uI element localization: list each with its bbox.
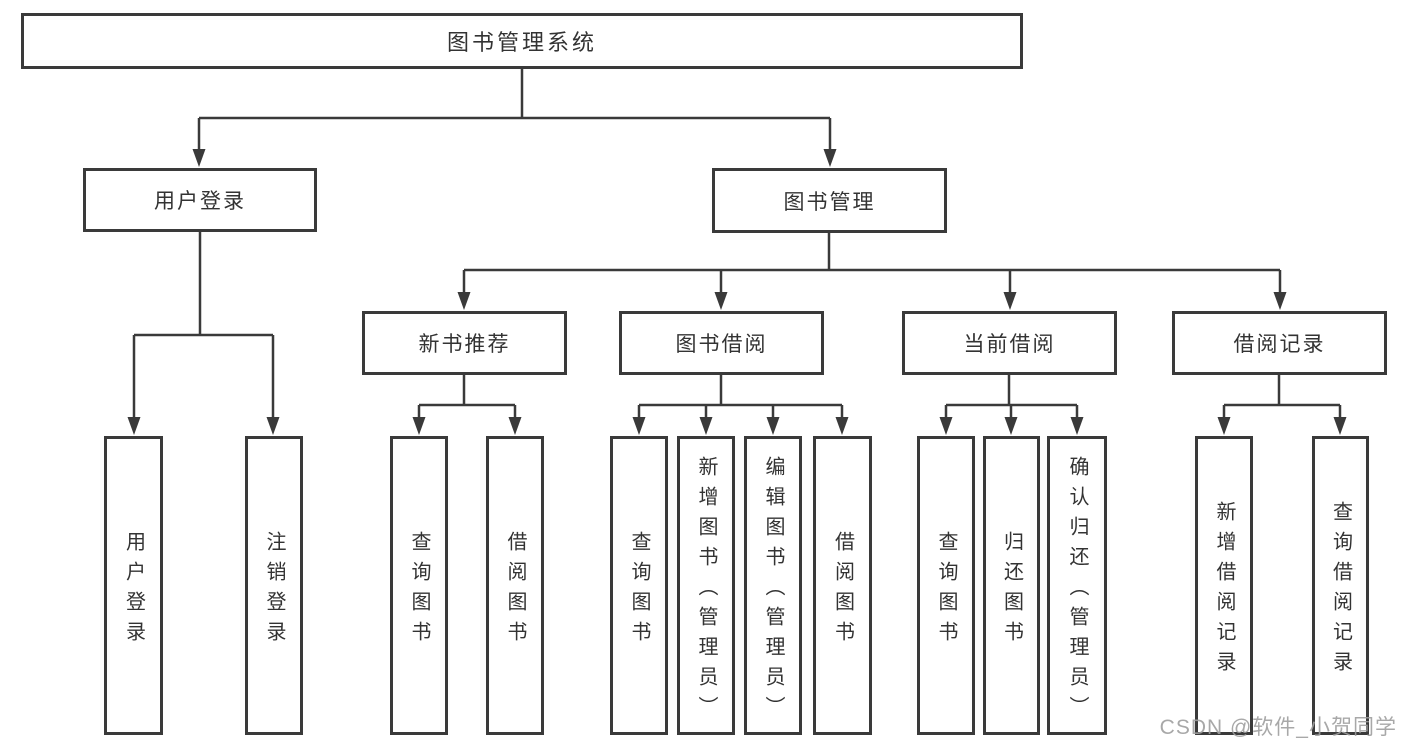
node-current-borrowing: 当前借阅 [902,311,1117,375]
leaf-query-books-recommend: 查询图书 [390,436,448,735]
leaf-label: 查询图书 [408,530,430,651]
node-label: 图书管理 [783,190,876,214]
leaf-borrow-books-recommend: 借阅图书 [486,436,544,735]
node-label: 用户登录 [154,190,246,213]
leaf-label: 借阅图书 [504,530,526,651]
leaf-label: 归还图书 [1000,530,1023,651]
leaf-label: 确认归还（管理员） [1066,455,1088,726]
leaf-label: 注销登录 [263,530,285,651]
node-label: 借阅记录 [1233,333,1326,356]
leaf-query-borrow-record: 查询借阅记录 [1312,436,1369,735]
node-label: 图书管理系统 [446,30,597,55]
leaf-return-books: 归还图书 [983,436,1040,735]
leaf-add-borrow-record: 新增借阅记录 [1195,436,1253,735]
leaf-borrow-books: 借阅图书 [813,436,872,735]
leaf-edit-books-admin: 编辑图书（管理员） [744,436,802,735]
leaf-label: 编辑图书（管理员） [762,455,784,726]
node-book-borrowing: 图书借阅 [619,311,824,375]
leaf-logout: 注销登录 [245,436,303,735]
node-new-book-recommendation: 新书推荐 [362,311,567,375]
node-user-login: 用户登录 [83,168,317,232]
node-label: 图书借阅 [675,333,768,356]
leaf-label: 新增图书（管理员） [695,455,717,726]
leaf-user-login: 用户登录 [104,436,163,735]
leaf-label: 新增借阅记录 [1213,500,1235,681]
leaf-label: 查询借阅记录 [1329,500,1352,681]
arrowheads [127,149,1347,435]
csdn-watermark: CSDN @软件_小贺同学 [1159,716,1397,739]
leaf-add-books-admin: 新增图书（管理员） [677,436,735,735]
node-borrowing-records: 借阅记录 [1172,311,1387,375]
connector-elbows [132,69,1342,423]
leaf-label: 查询图书 [628,530,650,651]
node-book-management: 图书管理 [712,168,947,233]
node-label: 新书推荐 [418,333,511,356]
leaf-label: 借阅图书 [831,530,854,651]
leaf-query-books-borrowing: 查询图书 [610,436,668,735]
leaf-label: 查询图书 [935,530,957,651]
leaf-confirm-return-admin: 确认归还（管理员） [1047,436,1107,735]
node-library-management-system: 图书管理系统 [21,13,1023,69]
leaf-query-books-current: 查询图书 [917,436,975,735]
leaf-label: 用户登录 [122,530,145,651]
node-label: 当前借阅 [963,333,1056,356]
